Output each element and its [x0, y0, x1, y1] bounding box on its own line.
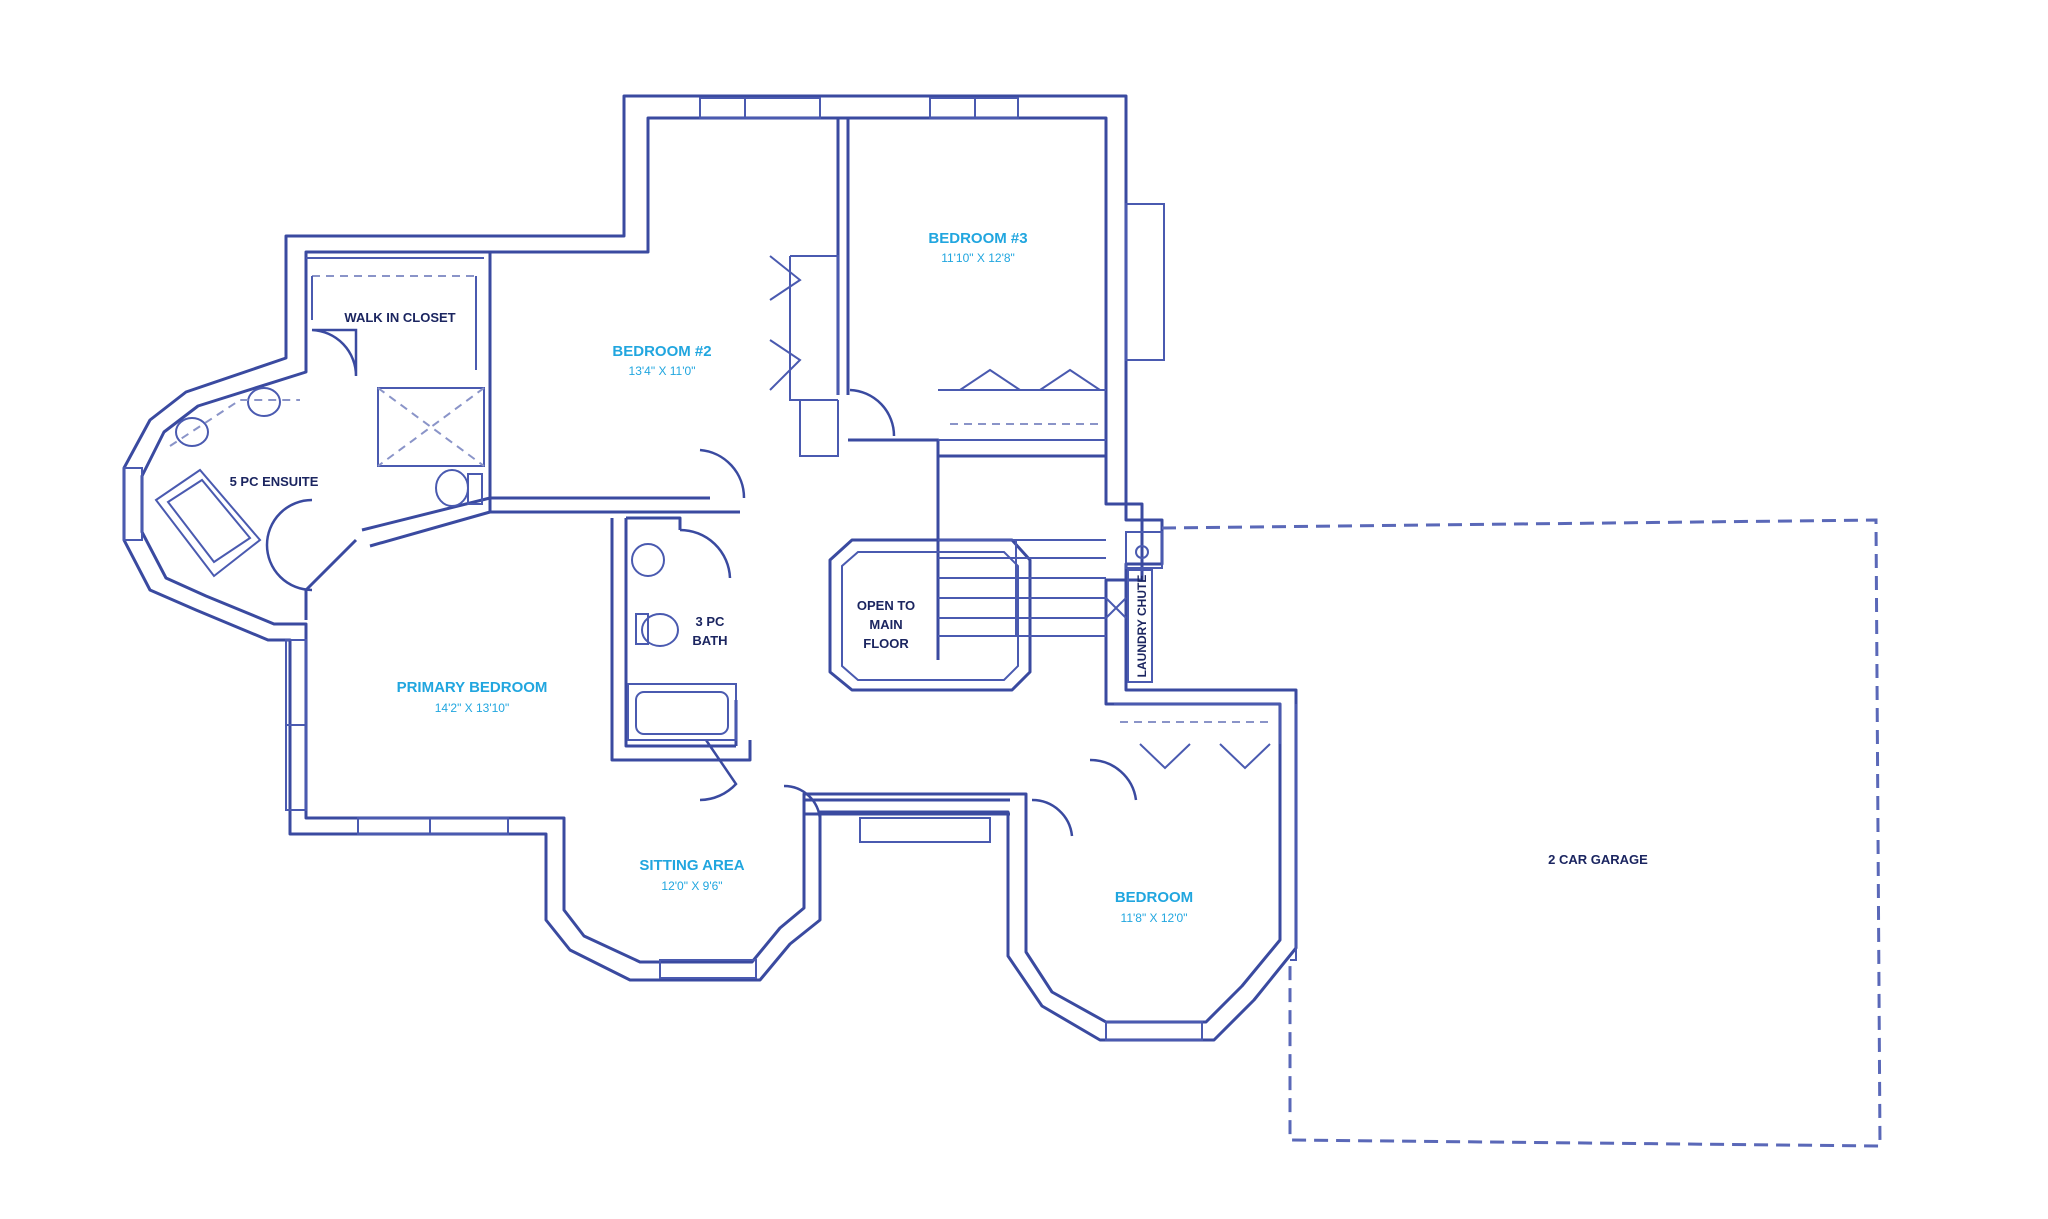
bedroom3-name: BEDROOM #3 [928, 230, 1027, 247]
room-labels: BEDROOM #3 11'10" X 12'8" BEDROOM #2 13'… [230, 230, 1649, 925]
doors [265, 255, 1271, 837]
bedroom2-name: BEDROOM #2 [612, 343, 711, 360]
bedroom-dims: 11'8" X 12'0" [1121, 911, 1188, 925]
bath3-line1: 3 PC [696, 614, 726, 629]
garage-label: 2 CAR GARAGE [1548, 852, 1648, 867]
open-to-main-line3: FLOOR [863, 636, 909, 651]
stair-treads [938, 539, 1127, 637]
walk-in-closet-label: WALK IN CLOSET [344, 310, 455, 325]
laundry-chute-label: LAUNDRY CHUTE [1135, 575, 1149, 678]
primary-bedroom-name: PRIMARY BEDROOM [397, 679, 548, 696]
ensuite-label: 5 PC ENSUITE [230, 474, 319, 489]
garage-outline [1161, 518, 1882, 1148]
fixtures [154, 387, 737, 741]
bedroom2-dims: 13'4" X 11'0" [629, 364, 696, 378]
sitting-area-dims: 12'0" X 9'6" [661, 879, 722, 893]
exterior-walls [122, 94, 1298, 1042]
open-to-main-line1: OPEN TO [857, 598, 915, 613]
bedroom3-dims: 11'10" X 12'8" [941, 251, 1015, 265]
bedroom-name: BEDROOM [1115, 889, 1193, 906]
windows [123, 97, 1203, 1041]
open-to-main-line2: MAIN [869, 617, 902, 632]
interior-walls [304, 118, 1281, 816]
bath3-line2: BATH [692, 633, 727, 648]
sitting-area-name: SITTING AREA [639, 857, 744, 874]
primary-bedroom-dims: 14'2" X 13'10" [435, 701, 510, 715]
